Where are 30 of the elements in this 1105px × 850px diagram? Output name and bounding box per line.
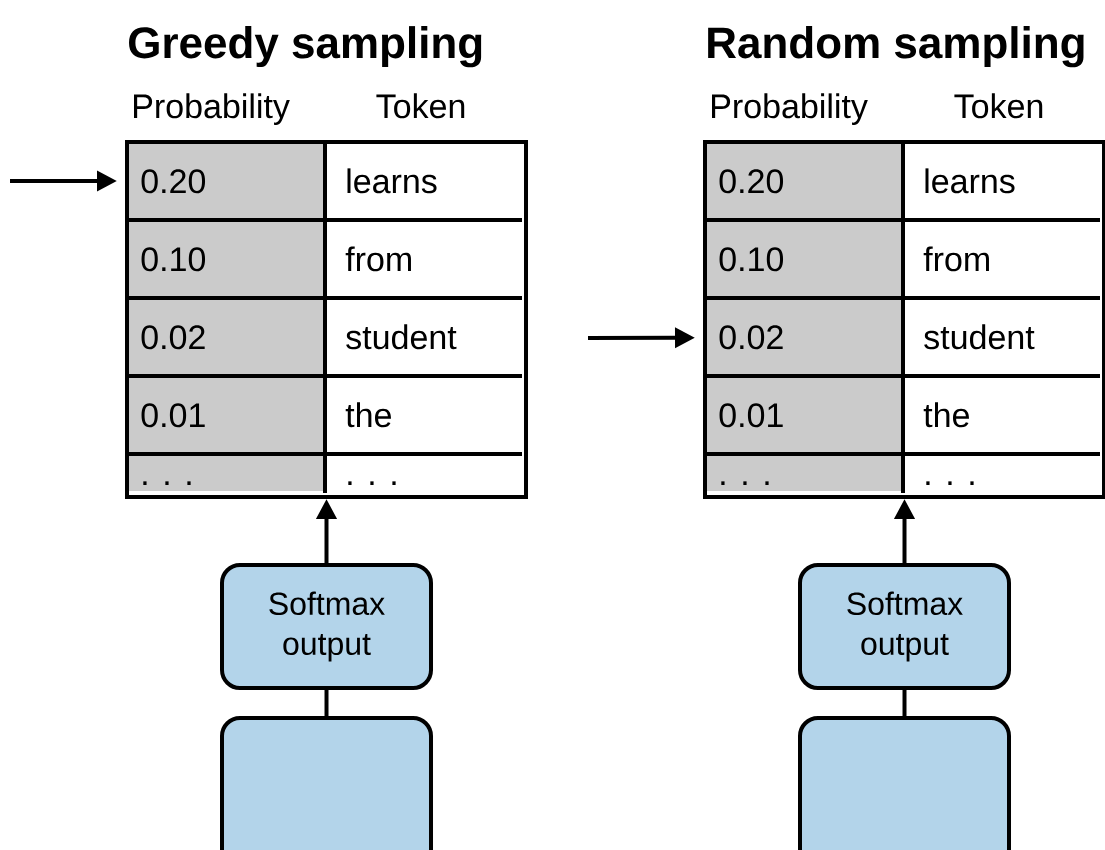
- node-label: learns: [925, 168, 1015, 194]
- table-row: 0.02 student: [127, 296, 522, 376]
- node-label: . . .: [926, 481, 974, 485]
- node-label: from: [345, 246, 411, 272]
- table-row: . . . . . .: [127, 452, 522, 493]
- table-row: 0.20 learns: [129, 142, 437, 220]
- column-header: Probability: [134, 93, 290, 126]
- process-box: Softmax output: [798, 563, 1011, 690]
- node-label: student: [346, 324, 457, 350]
- table-row: 0.02 student: [705, 296, 1100, 376]
- column-header: Token: [954, 93, 1043, 119]
- panel-title: Greedy sampling: [129, 26, 482, 68]
- node-label: . . .: [348, 481, 396, 485]
- layer-box: [220, 716, 433, 850]
- table-row: 0.10 from: [705, 218, 1100, 298]
- node-label: from: [923, 246, 989, 272]
- layer-box: [798, 716, 1011, 850]
- node-label: the: [923, 402, 969, 428]
- panel-title: Random sampling: [708, 26, 1084, 68]
- table-row: 0.20 learns: [707, 142, 1015, 220]
- table-row: 0.01 the: [127, 374, 522, 454]
- table-row: . . . . . .: [705, 452, 1100, 493]
- node-label: the: [345, 402, 391, 428]
- node-label: learns: [347, 168, 437, 194]
- table-row: 0.10 from: [127, 218, 522, 298]
- column-header: Probability: [712, 93, 868, 126]
- column-header: Token: [376, 93, 465, 119]
- table-row: 0.01 the: [705, 374, 1100, 454]
- process-box: Softmax output: [220, 563, 433, 690]
- node-label: student: [924, 324, 1035, 350]
